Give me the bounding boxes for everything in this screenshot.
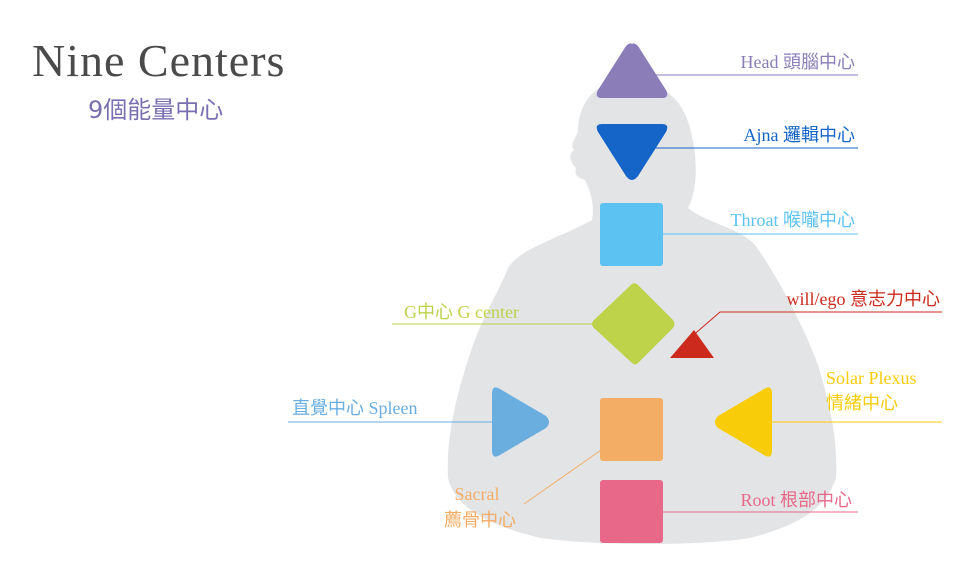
spleen-center-shape <box>492 387 549 457</box>
solar-plexus-label-line1: Solar Plexus <box>826 368 917 388</box>
root-center-shape <box>600 480 663 543</box>
page-title: Nine Centers <box>32 35 286 86</box>
ajna-center-shape <box>596 124 668 180</box>
will-leader <box>689 311 942 339</box>
throat-center-shape <box>600 203 663 266</box>
head-label: Head 頭腦中心 <box>741 52 855 72</box>
ajna-label: Ajna 邏輯中心 <box>744 125 856 145</box>
throat-label: Throat 喉嚨中心 <box>731 210 855 230</box>
sacral-leader <box>523 447 605 505</box>
will-label: will/ego 意志力中心 <box>787 289 941 309</box>
sacral-label-line2: 薦骨中心 <box>444 510 516 530</box>
solar-plexus-center-shape <box>715 387 772 457</box>
solar-plexus-label-line2: 情緒中心 <box>826 393 898 413</box>
spleen-label: 直覺中心 Spleen <box>292 398 418 418</box>
head-center-shape <box>596 43 668 98</box>
g-center-shape <box>592 283 675 365</box>
sacral-center-shape <box>600 398 663 461</box>
will-center-shape <box>670 330 714 358</box>
sacral-label-line1: Sacral <box>455 484 500 504</box>
root-label: Root 根部中心 <box>740 490 852 510</box>
g-center-label: G中心 G center <box>404 302 519 322</box>
page-subtitle: 9個能量中心 <box>88 96 224 124</box>
